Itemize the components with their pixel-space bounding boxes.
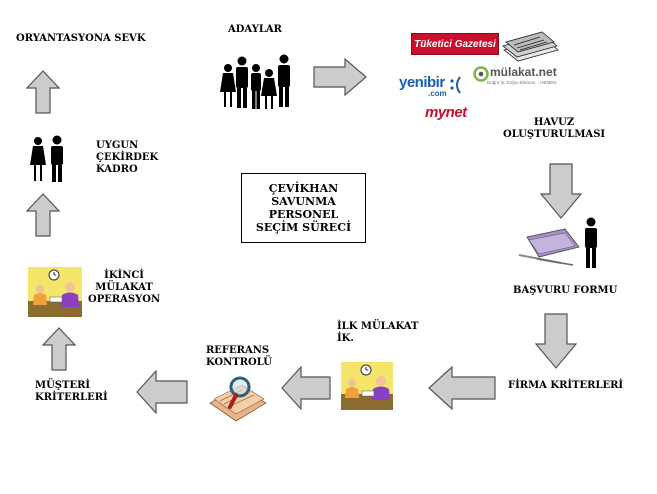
label-application-form: BAŞVURU FORMU [513,285,618,296]
label-orientation: ORYANTASYONA SEVK [16,33,146,44]
arrow-right-icon [313,58,367,96]
label-reference-check: REFERANS KONTROLÜ [206,345,272,368]
arrow-up-middle-icon [26,193,60,237]
newspaper-stack-icon [502,31,559,62]
arrow-down-bottom-icon [535,313,577,369]
process-title-box: ÇEVİKHAN SAVUNMA PERSONEL SEÇİM SÜRECİ [241,173,366,243]
arrow-up-top-icon [26,70,60,114]
reference-check-magnifier-icon [209,376,267,422]
arrow-left-right-icon [428,366,496,410]
arrow-left-left-icon [136,370,188,414]
mulakat-net-logo: mülakat.net [490,65,557,79]
arrow-up-bottom-icon [42,327,76,371]
candidates-group-icon [220,54,290,109]
core-team-couple-icon [30,135,63,182]
yenibir-com-text: .com [428,89,447,98]
label-company-criteria: FİRMA KRİTERLERİ [508,380,624,391]
yenibir-smile-icon [450,76,461,94]
first-interview-icon [341,362,393,410]
label-core-team: UYGUN ÇEKİRDEK KADRO [96,140,159,175]
label-candidates: ADAYLAR [228,24,282,35]
arrow-left-middle-icon [281,366,331,410]
tuketici-gazetesi-logo: Tüketici Gazetesi [411,33,499,55]
second-interview-icon [28,267,82,317]
mynet-logo: mynet [425,104,467,121]
label-pool: HAVUZ OLUŞTURULMASI [503,117,606,140]
label-customer-criteria: MÜŞTERİ KRİTERLERİ [35,380,108,403]
label-first-interview: İLK MÜLAKAT İK. [337,321,419,344]
mulakat-logo-icon [473,66,489,82]
yenibir-logo: yenibir [399,74,445,91]
label-second-interview: İKİNCİ MÜLAKAT OPERASYON [88,270,161,305]
arrow-down-top-icon [540,163,582,219]
mulakat-tagline: Doğru İş, Doğru Eleman... HEMEN [487,80,557,85]
application-form-icon [518,217,597,268]
